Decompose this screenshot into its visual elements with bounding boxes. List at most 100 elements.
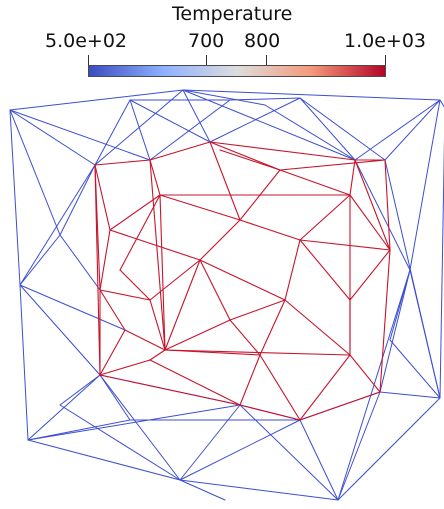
outer-edge-45 bbox=[59, 404, 181, 481]
outer-edge-46 bbox=[9, 109, 61, 236]
outer-edge-10 bbox=[439, 136, 444, 399]
colorbar-gradient bbox=[88, 65, 386, 77]
inner-edge-61 bbox=[149, 359, 241, 406]
inner-edge-33 bbox=[299, 239, 351, 301]
inner-edge-25 bbox=[159, 194, 241, 221]
outer-edge-21 bbox=[129, 99, 211, 143]
outer-edge-28 bbox=[19, 284, 101, 376]
outer-edge-19 bbox=[354, 99, 441, 161]
outer-edge-32 bbox=[27, 404, 241, 441]
colorbar-tickmark-min bbox=[88, 55, 89, 65]
inner-edge-52 bbox=[119, 269, 151, 301]
outer-edge-5 bbox=[9, 109, 21, 286]
inner-edge-59 bbox=[239, 354, 261, 406]
outer-edge-8 bbox=[179, 479, 339, 501]
inner-edge-10 bbox=[299, 391, 381, 421]
outer-edge-37 bbox=[299, 419, 339, 501]
inner-edge-36 bbox=[259, 299, 286, 356]
inner-edge-27 bbox=[299, 194, 351, 241]
outer-edge-33 bbox=[99, 374, 181, 481]
inner-edge-8 bbox=[99, 374, 241, 406]
outer-edge-31 bbox=[27, 419, 131, 441]
inner-edge-0 bbox=[94, 159, 151, 166]
inner-edge-49 bbox=[124, 329, 166, 351]
inner-edge-32 bbox=[284, 239, 301, 301]
outer-edge-22 bbox=[149, 99, 231, 161]
inner-edge-31 bbox=[284, 299, 351, 356]
inner-mesh-edges bbox=[94, 141, 391, 421]
inner-edge-44 bbox=[109, 229, 201, 261]
outer-edge-9 bbox=[337, 397, 441, 501]
inner-edge-30 bbox=[199, 259, 286, 301]
inner-edge-38 bbox=[259, 354, 301, 421]
outer-edge-23 bbox=[354, 159, 411, 271]
outer-edge-11 bbox=[9, 109, 151, 161]
outer-edge-40 bbox=[379, 391, 441, 399]
inner-edge-63 bbox=[279, 159, 386, 171]
inner-edge-43 bbox=[109, 194, 161, 231]
inner-edge-37 bbox=[164, 349, 261, 356]
inner-edge-20 bbox=[349, 354, 381, 393]
outer-edge-53 bbox=[209, 97, 301, 143]
inner-edge-55 bbox=[349, 194, 391, 251]
inner-edge-24 bbox=[239, 169, 281, 221]
outer-edge-55 bbox=[379, 269, 411, 393]
outer-edge-20 bbox=[94, 99, 131, 166]
inner-edge-15 bbox=[159, 194, 166, 351]
outer-edge-56 bbox=[389, 269, 411, 341]
inner-edge-7 bbox=[379, 249, 391, 393]
colorbar-tickmark-800 bbox=[266, 55, 267, 65]
outer-edge-41 bbox=[389, 339, 441, 399]
inner-edge-1 bbox=[149, 141, 211, 161]
inner-edge-39 bbox=[199, 259, 231, 321]
outer-edge-49 bbox=[59, 164, 96, 236]
inner-edge-11 bbox=[94, 164, 101, 376]
outer-edge-13 bbox=[182, 89, 211, 143]
inner-edge-29 bbox=[164, 259, 201, 351]
inner-edge-47 bbox=[149, 299, 166, 351]
inner-edge-60 bbox=[299, 354, 351, 421]
inner-edge-41 bbox=[229, 319, 261, 356]
outer-edge-2 bbox=[9, 109, 96, 166]
colorbar-title: Temperature bbox=[172, 3, 293, 25]
inner-edge-50 bbox=[99, 289, 126, 331]
inner-edge-51 bbox=[119, 194, 161, 271]
outer-edge-50 bbox=[299, 97, 356, 161]
outer-edge-16 bbox=[299, 97, 386, 161]
outer-mesh-edges bbox=[9, 89, 444, 501]
inner-edge-18 bbox=[149, 349, 166, 361]
outer-edge-27 bbox=[19, 164, 96, 286]
inner-edge-28 bbox=[199, 219, 241, 261]
inner-edge-12 bbox=[149, 159, 161, 196]
outer-edge-0 bbox=[9, 89, 184, 111]
outer-edge-51 bbox=[229, 97, 301, 101]
colorbar-tickmark-max bbox=[385, 55, 386, 65]
colorbar-tick-700: 700 bbox=[188, 30, 225, 52]
outer-edge-1 bbox=[182, 89, 441, 101]
inner-edge-58 bbox=[99, 329, 126, 376]
inner-edge-14 bbox=[349, 159, 356, 196]
outer-edge-34 bbox=[179, 404, 241, 481]
inner-edge-57 bbox=[94, 164, 111, 231]
outer-edge-3 bbox=[182, 89, 266, 106]
inner-edge-54 bbox=[299, 239, 391, 251]
inner-edge-62 bbox=[219, 149, 281, 171]
outer-edge-26 bbox=[384, 159, 441, 399]
outer-edge-35 bbox=[179, 419, 301, 481]
outer-edge-47 bbox=[59, 234, 101, 291]
outer-edge-38 bbox=[337, 391, 381, 501]
inner-edge-9 bbox=[239, 404, 301, 421]
inner-edge-40 bbox=[229, 299, 286, 321]
outer-edge-6 bbox=[19, 284, 29, 441]
inner-edge-45 bbox=[99, 229, 111, 291]
inner-edge-42 bbox=[164, 319, 231, 351]
outer-edge-7 bbox=[27, 439, 181, 481]
colorbar-tick-800: 800 bbox=[244, 30, 281, 52]
colorbar-min-label: 5.0e+02 bbox=[45, 30, 128, 52]
inner-edge-53 bbox=[354, 159, 391, 251]
inner-edge-35 bbox=[349, 249, 391, 301]
colorbar-tickmark-700 bbox=[206, 55, 207, 65]
inner-edge-19 bbox=[99, 359, 151, 376]
